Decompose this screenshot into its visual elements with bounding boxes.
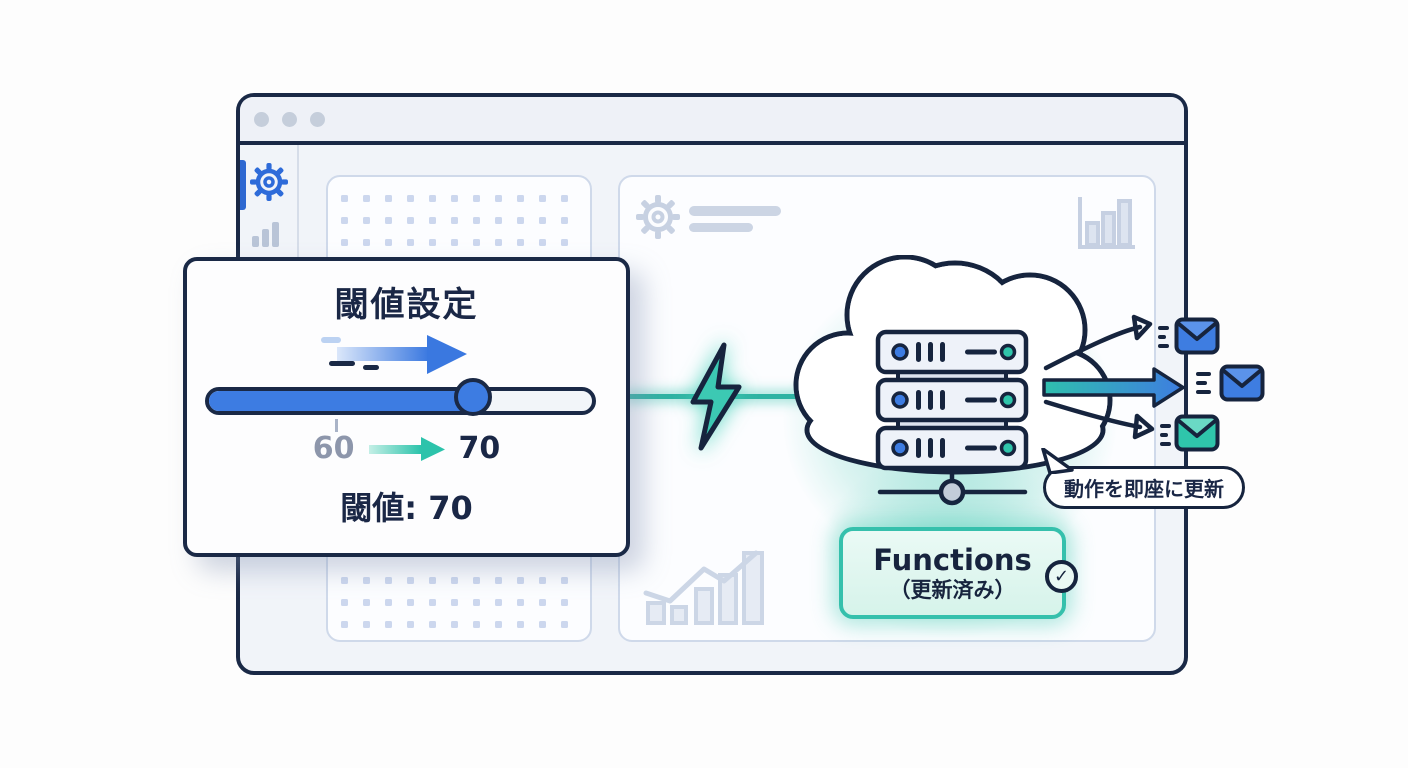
threshold-slider-track[interactable] — [205, 378, 596, 416]
mail-icon-blue — [1174, 317, 1220, 355]
speed-dashes — [1160, 424, 1171, 451]
window-control-dot[interactable] — [282, 111, 297, 127]
mail-icon-blue — [1219, 364, 1265, 402]
check-icon: ✓ — [1045, 560, 1078, 593]
bubble-text: 動作を即座に更新 — [1064, 477, 1224, 501]
window-titlebar — [240, 97, 1184, 145]
speed-dashes — [1158, 326, 1169, 353]
mail-icon-teal — [1174, 414, 1220, 452]
increase-arrow-icon — [321, 335, 467, 374]
panel-title: 閾値設定 — [334, 285, 479, 325]
skeleton-text-line — [689, 206, 781, 216]
functions-label: Functions — [873, 543, 1032, 578]
value-change-row: 60 70 — [187, 431, 626, 466]
skeleton-text-line — [689, 223, 753, 232]
active-nav-indicator — [240, 160, 246, 210]
settings-gear-icon-muted — [636, 195, 680, 239]
window-control-dot[interactable] — [254, 111, 269, 127]
threshold-value-label: 閾値: 70 — [340, 489, 473, 527]
bubble-tail — [1041, 448, 1074, 474]
server-rack — [875, 329, 1029, 375]
network-node-dot — [938, 478, 966, 506]
window-control-dot[interactable] — [310, 111, 325, 127]
slider-tick-mark — [335, 419, 338, 432]
server-rack — [875, 377, 1029, 423]
old-threshold-value: 60 — [312, 431, 355, 466]
check-glyph: ✓ — [1053, 566, 1070, 587]
dot-grid-pattern — [341, 195, 579, 246]
change-arrow-icon — [368, 436, 445, 461]
curved-arrow — [1043, 399, 1143, 430]
server-rack — [875, 425, 1029, 471]
curved-arrow — [1043, 324, 1143, 371]
functions-status-card: Functions （更新済み） — [839, 527, 1066, 619]
threshold-settings-panel: 閾値設定 60 — [183, 257, 630, 557]
speed-dashes — [1196, 372, 1211, 399]
bar-chart-icon — [1078, 197, 1135, 249]
slider-fill — [209, 391, 474, 411]
slider-handle[interactable] — [454, 378, 493, 416]
arrowhead — [1132, 413, 1155, 440]
functions-updated-label: （更新済み） — [889, 577, 1016, 602]
lightning-bolt-icon — [690, 342, 742, 451]
settings-gear-icon[interactable] — [249, 161, 289, 203]
dot-grid-pattern — [341, 577, 579, 628]
analytics-bars-icon[interactable] — [249, 219, 285, 249]
update-arrow — [1042, 367, 1185, 408]
new-threshold-value: 70 — [458, 431, 501, 466]
trend-chart-icon — [643, 550, 764, 625]
server-stack-icon — [875, 329, 1029, 506]
